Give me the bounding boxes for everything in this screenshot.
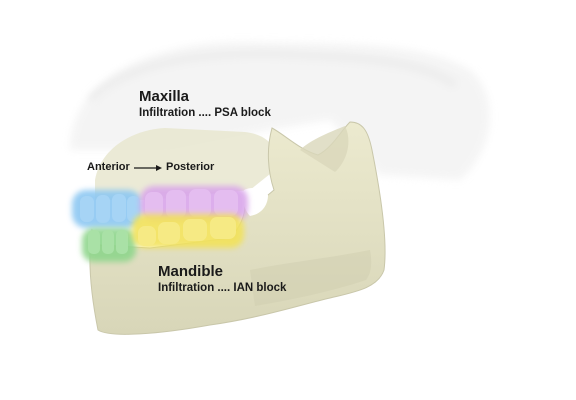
maxilla-subtitle: Infiltration .... PSA block (139, 107, 271, 119)
maxilla-title: Maxilla (139, 88, 190, 105)
posterior-label: Posterior (166, 161, 215, 173)
maxilla-bone (95, 128, 277, 200)
mandible-subtitle: Infiltration .... IAN block (158, 282, 287, 294)
direction-arrow (134, 165, 162, 171)
anterior-label: Anterior (87, 161, 130, 173)
coronoid-process (300, 126, 349, 172)
lower-posterior-teeth (132, 214, 244, 248)
lower-anterior-teeth (82, 228, 136, 262)
upper-anterior-teeth (72, 190, 142, 228)
upper-posterior-teeth (140, 186, 248, 222)
ramus-opening (243, 187, 268, 216)
jaw-shadow (250, 250, 372, 306)
mandible-title: Mandible (158, 263, 224, 280)
